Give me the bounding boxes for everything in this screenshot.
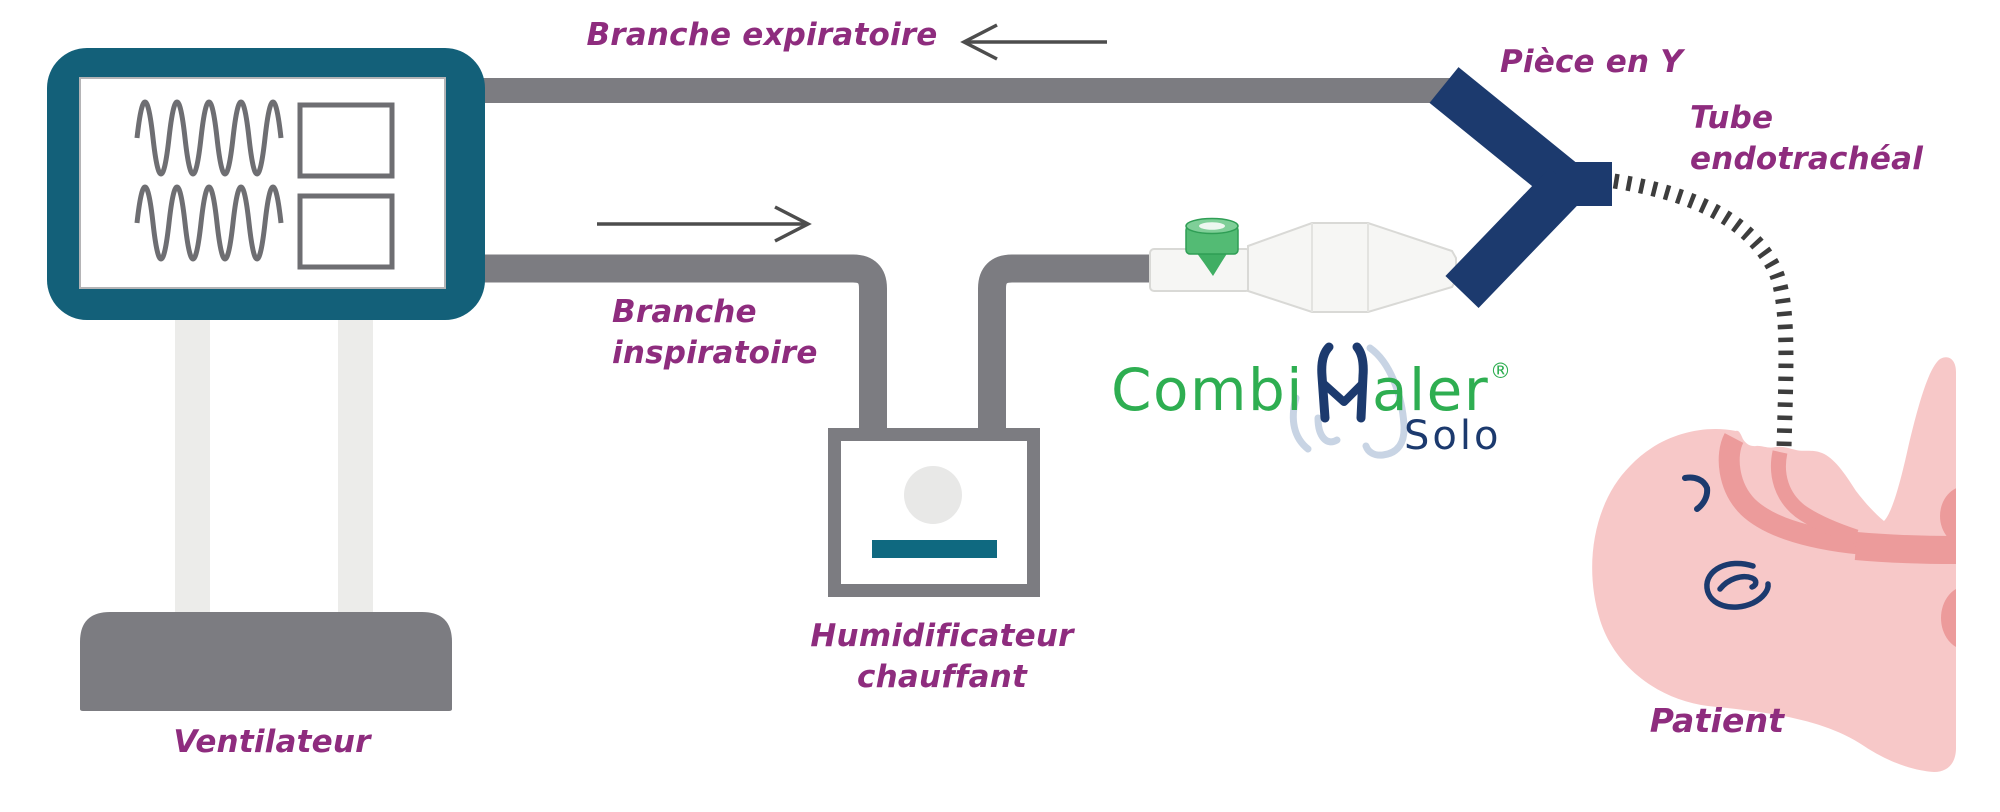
- ventilator-label: Ventilateur: [173, 724, 371, 760]
- waveform-bottom: [134, 184, 284, 262]
- logo-solo-text: Solo: [1404, 413, 1501, 459]
- expiratory-flow-arrow: [960, 23, 1107, 61]
- logo-h-glyph: [1317, 342, 1368, 423]
- y-piece-upper-arm: [1429, 67, 1581, 202]
- patient-illustration: [1592, 357, 1956, 772]
- y-piece-illustration: [1429, 67, 1612, 308]
- y-piece-lower-arm: [1445, 168, 1583, 308]
- logo-registered-mark: ®: [1490, 359, 1511, 383]
- patient-label: Patient: [1649, 701, 1785, 740]
- bronchus-upper: [1940, 486, 1956, 546]
- ventilator-leg-left: [175, 318, 210, 618]
- humidifier-water-icon: [904, 466, 962, 524]
- patient-body: [1592, 357, 1956, 772]
- lungs-icon: [1289, 344, 1408, 459]
- bronchus-lower: [1941, 586, 1956, 650]
- mdi-valve-port: [1185, 217, 1239, 276]
- combihaler-device: [1149, 217, 1457, 313]
- endotracheal-tube-label: Tube endotrachéal: [1690, 100, 1924, 177]
- inspiratory-tube: [470, 254, 1157, 440]
- valve-stem: [1196, 252, 1228, 276]
- endotracheal-tube-illustration: [1612, 173, 1794, 449]
- humidifier-illustration: [828, 428, 1040, 597]
- oral-airway: [1770, 450, 1859, 545]
- combihaler-logo: Combi aler ® Solo: [1111, 342, 1511, 459]
- ear-icon: [1704, 560, 1771, 610]
- ventilator-illustration: [47, 48, 485, 711]
- patient-airway: [1718, 433, 1956, 650]
- expiratory-branch-label: Branche expiratoire: [586, 17, 938, 53]
- logo-aler-text: aler: [1372, 356, 1489, 424]
- inspiratory-branch-label: Branche inspiratoire: [612, 294, 818, 371]
- humidifier-heater-bar: [872, 540, 997, 558]
- ventilator-leg-right: [338, 318, 373, 618]
- closed-eye-icon: [1682, 474, 1711, 512]
- inspiratory-flow-arrow: [597, 205, 812, 243]
- spacer-chamber: [1247, 222, 1457, 313]
- logo-combi-text: Combi: [1111, 356, 1304, 424]
- valve-top-center: [1199, 222, 1225, 230]
- trachea: [1854, 532, 1956, 564]
- screen-value-box-top: [297, 102, 395, 179]
- humidifier-label: Humidificateur chauffant: [810, 618, 1074, 695]
- y-piece-label: Pièce en Y: [1500, 44, 1683, 80]
- screen-value-box-bottom: [297, 193, 395, 270]
- ventilator-base: [80, 612, 452, 711]
- waveform-top: [134, 99, 284, 177]
- y-piece-outlet: [1556, 162, 1612, 206]
